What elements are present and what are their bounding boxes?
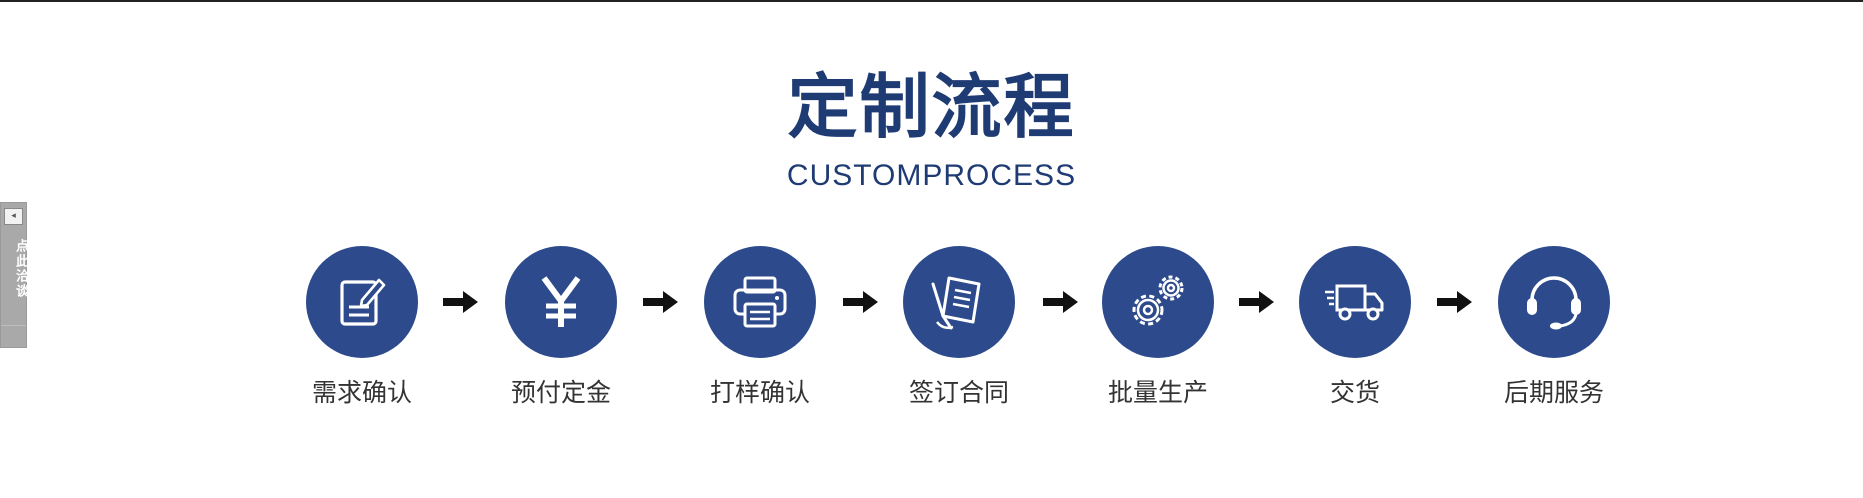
contract-icon (931, 276, 981, 330)
consult-side-tab[interactable]: ◂ 点此洽谈 (0, 202, 28, 348)
page-subtitle: CUSTOMPROCESS (786, 159, 1077, 192)
collapse-arrow-icon[interactable]: ◂ (4, 208, 23, 225)
step-label: 批量生产 (1107, 378, 1208, 407)
step-circle (306, 246, 418, 358)
step-after-sales: 后期服务 (1454, 246, 1654, 426)
step-sign-contract: 签订合同 (859, 246, 1059, 426)
consult-tab-label[interactable]: 点此洽谈 (13, 239, 28, 299)
step-label: 交货 (1329, 378, 1380, 407)
step-circle (1299, 246, 1411, 358)
step-circle (903, 246, 1015, 358)
arrow-right-icon (443, 291, 478, 313)
step-circle (1102, 246, 1214, 358)
step-delivery: 交货 (1255, 246, 1455, 426)
arrow-right-icon (1043, 291, 1078, 313)
page-title: 定制流程 (787, 66, 1076, 148)
step-label: 需求确认 (311, 378, 412, 407)
step-requirement-confirm: 需求确认 (262, 246, 462, 426)
gears-icon (1132, 275, 1184, 326)
step-circle (704, 246, 816, 358)
printer-icon (733, 276, 787, 328)
step-label: 签订合同 (908, 378, 1009, 407)
delivery-truck-icon (1325, 284, 1384, 321)
arrow-right-icon (1239, 291, 1274, 313)
top-rule (0, 0, 1863, 2)
arrow-right-icon (643, 291, 678, 313)
yuan-icon (541, 276, 581, 327)
step-circle (1498, 246, 1610, 358)
step-deposit: 预付定金 (461, 246, 661, 426)
step-label: 打样确认 (709, 378, 810, 407)
step-sample-confirm: 打样确认 (660, 246, 860, 426)
headset-icon (1527, 276, 1581, 330)
step-label: 后期服务 (1503, 378, 1604, 407)
tab-divider (1, 325, 26, 326)
arrow-right-icon (1437, 291, 1472, 313)
step-label: 预付定金 (510, 378, 611, 407)
step-circle (505, 246, 617, 358)
arrow-right-icon (843, 291, 878, 313)
edit-document-icon (340, 278, 386, 326)
step-mass-production: 批量生产 (1058, 246, 1258, 426)
